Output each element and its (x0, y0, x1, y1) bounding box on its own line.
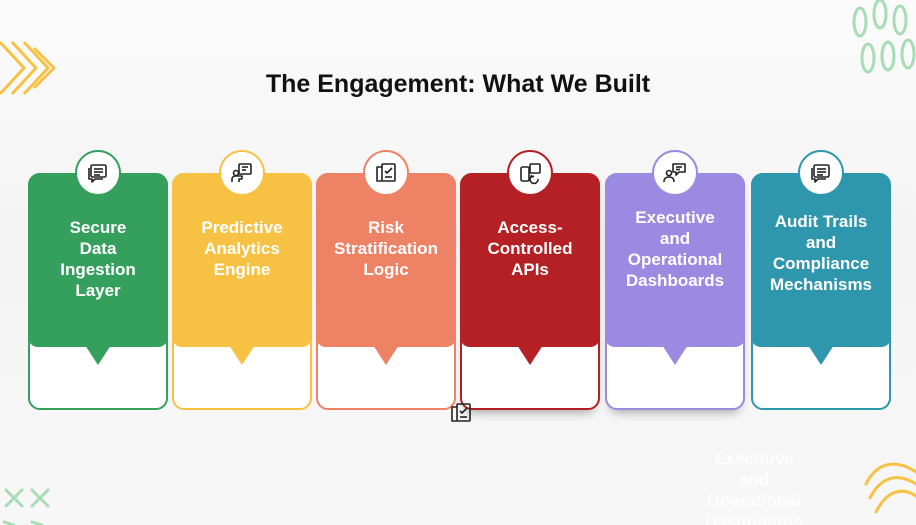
presenter-board-icon (231, 163, 252, 182)
chevrons-decoration (0, 40, 56, 96)
checklist-icon (376, 163, 396, 182)
card-header (751, 173, 891, 347)
chat-document-icon (811, 164, 830, 183)
card-header (460, 173, 600, 347)
card-pointer (662, 345, 688, 365)
card-icon-tab (75, 150, 121, 196)
card-icon-tab (652, 150, 698, 196)
card-header (28, 173, 168, 347)
waves-decoration (864, 462, 916, 514)
card-pointer (808, 345, 834, 365)
card-icon-tab (363, 150, 409, 196)
user-chat-icon (663, 163, 686, 183)
page-title: The Engagement: What We Built (265, 70, 651, 98)
card-pointer (229, 345, 255, 365)
card-pointer (517, 345, 543, 365)
card-pointer (373, 345, 399, 365)
card-pointer (85, 345, 111, 365)
card-header (172, 173, 312, 347)
card-icon-tab (219, 150, 265, 196)
chat-document-icon (88, 164, 107, 183)
device-sync-icon (520, 163, 541, 185)
crosses-decoration (2, 488, 50, 525)
card-header (316, 173, 456, 347)
ovals-decoration (852, 0, 916, 74)
card-icon-tab (798, 150, 844, 196)
checklist-icon (451, 403, 471, 422)
card-header (605, 173, 745, 347)
card-icon-tab (507, 150, 553, 196)
